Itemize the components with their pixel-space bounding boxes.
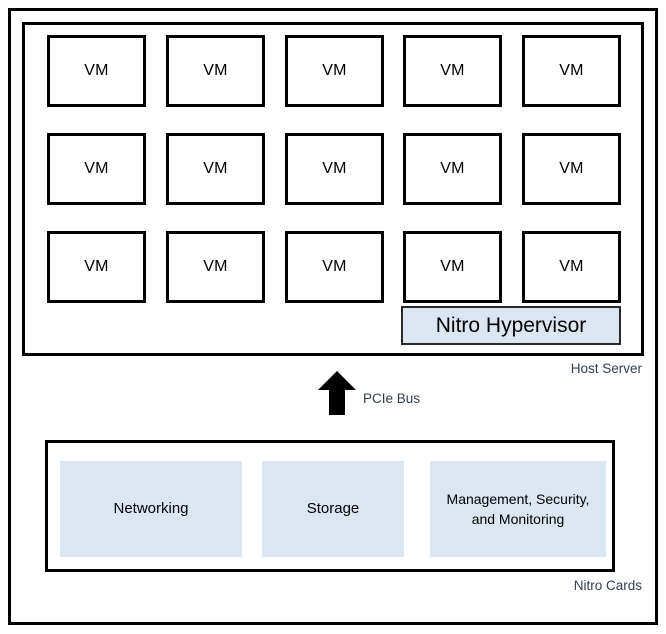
vm-label: VM <box>440 160 465 177</box>
nitro-card-label: Networking <box>113 500 189 518</box>
up-arrow-icon <box>318 371 356 415</box>
nitro-hypervisor-box: Nitro Hypervisor <box>401 306 621 345</box>
vm-label: VM <box>203 258 228 275</box>
vm-box: VM <box>166 231 265 303</box>
vm-box: VM <box>285 35 384 107</box>
vm-box: VM <box>522 133 621 205</box>
vm-label: VM <box>203 62 228 79</box>
vm-box: VM <box>47 133 146 205</box>
vm-row: VM VM VM VM VM <box>47 133 621 205</box>
vm-label: VM <box>440 258 465 275</box>
vm-box: VM <box>403 35 502 107</box>
vm-box: VM <box>47 231 146 303</box>
vm-label: VM <box>84 258 109 275</box>
vm-box: VM <box>166 133 265 205</box>
vm-label: VM <box>322 62 347 79</box>
vm-box: VM <box>522 35 621 107</box>
nitro-card-label: Management, Security, and Monitoring <box>446 490 590 527</box>
nitro-card-management-security-monitoring: Management, Security, and Monitoring <box>430 461 606 557</box>
vm-box: VM <box>285 231 384 303</box>
nitro-card-label: Storage <box>306 500 360 518</box>
vm-label: VM <box>559 160 584 177</box>
nitro-card-storage: Storage <box>262 461 404 557</box>
vm-label: VM <box>322 160 347 177</box>
vm-row: VM VM VM VM VM <box>47 231 621 303</box>
vm-label: VM <box>559 258 584 275</box>
vm-label: VM <box>559 62 584 79</box>
vm-label: VM <box>203 160 228 177</box>
vm-row: VM VM VM VM VM <box>47 35 621 107</box>
vm-box: VM <box>522 231 621 303</box>
vm-label: VM <box>440 62 465 79</box>
vm-box: VM <box>403 231 502 303</box>
nitro-cards-caption: Nitro Cards <box>573 578 642 593</box>
vm-box: VM <box>403 133 502 205</box>
vm-label: VM <box>322 258 347 275</box>
vm-box: VM <box>47 35 146 107</box>
nitro-card-networking: Networking <box>60 461 242 557</box>
vm-box: VM <box>166 35 265 107</box>
nitro-hypervisor-label: Nitro Hypervisor <box>435 313 587 337</box>
pcie-bus-label: PCIe Bus <box>363 391 421 406</box>
vm-label: VM <box>84 62 109 79</box>
host-server-caption: Host Server <box>570 361 642 376</box>
vm-label: VM <box>84 160 109 177</box>
vm-box: VM <box>285 133 384 205</box>
nitro-cards-box: Networking Storage Management, Security,… <box>45 440 615 572</box>
vm-grid: VM VM VM VM VM VM VM VM <box>47 35 621 303</box>
